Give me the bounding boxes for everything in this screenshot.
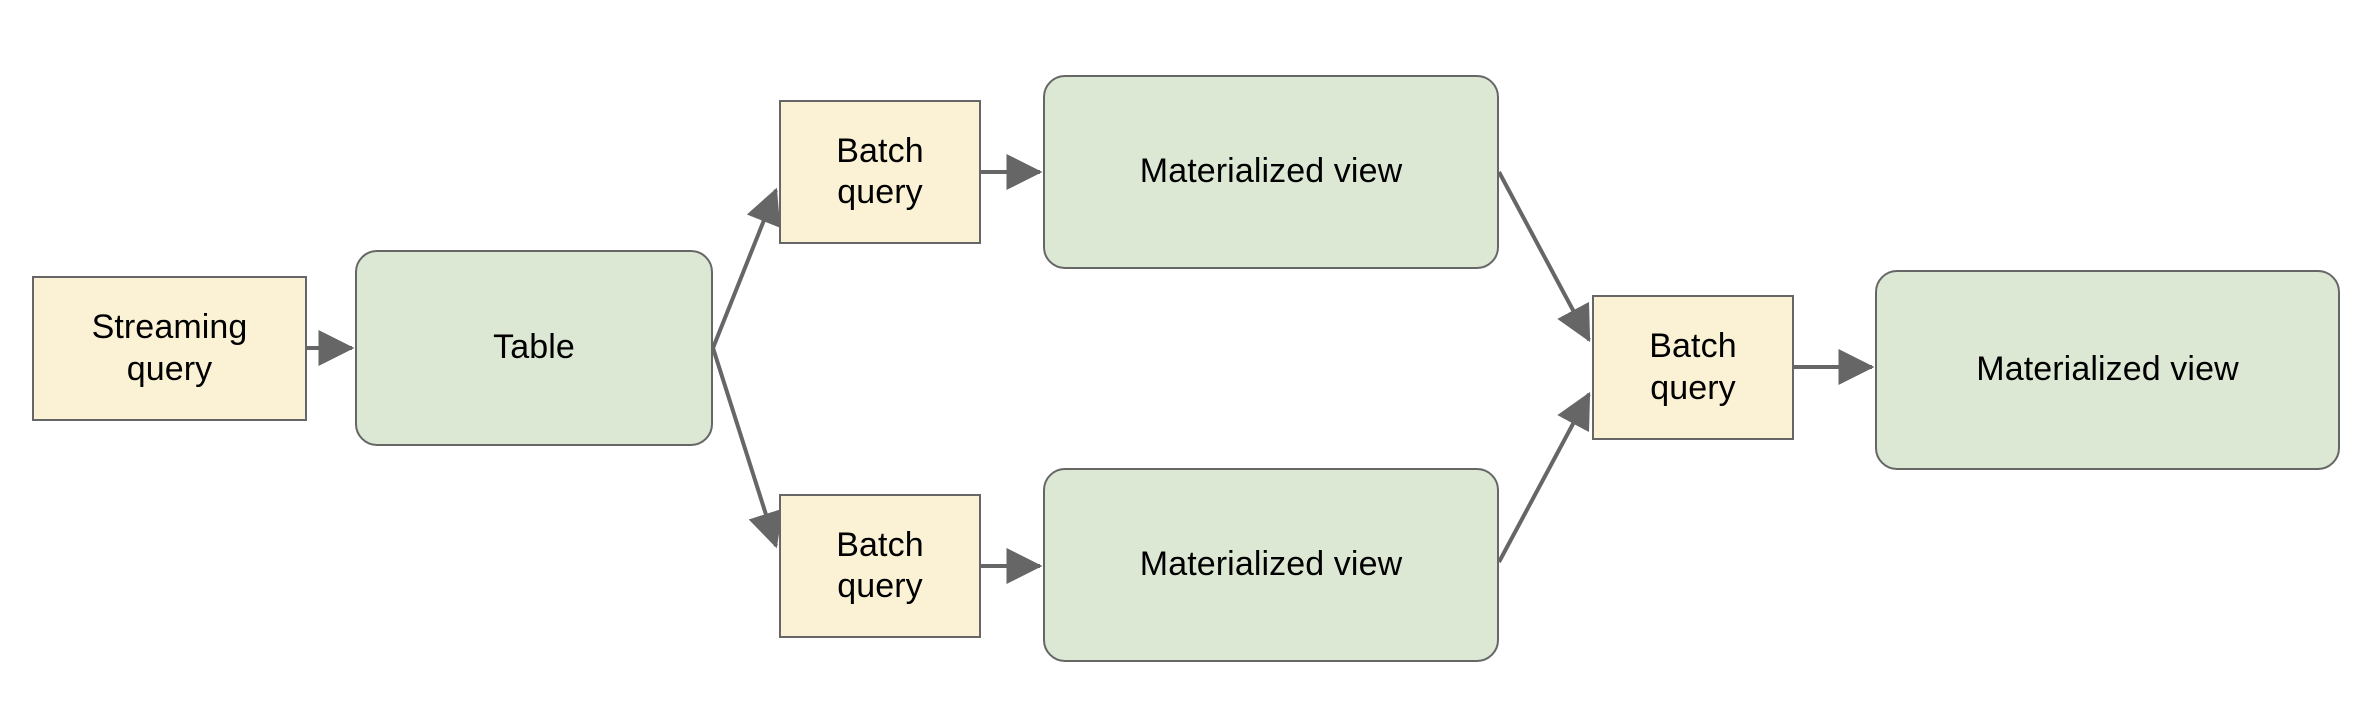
edge-materialized-view-bottom-to-batch-query-join (1497, 391, 1591, 563)
node-batch-query-join-label: Batch query (1649, 327, 1737, 407)
node-materialized-view-top[interactable]: Materialized view (1043, 75, 1499, 269)
node-materialized-view-bottom[interactable]: Materialized view (1043, 468, 1499, 662)
edge-table-to-batch-query-bottom (711, 347, 783, 549)
node-batch-query-top[interactable]: Batch query (779, 100, 981, 244)
edge-table-to-batch-query-top (711, 187, 781, 349)
node-materialized-view-top-label: Materialized view (1139, 152, 1403, 191)
node-streaming-query[interactable]: Streaming query (32, 276, 307, 421)
node-batch-query-top-label: Batch query (836, 131, 924, 211)
node-table[interactable]: Table (355, 250, 713, 446)
node-materialized-view-final[interactable]: Materialized view (1875, 270, 2340, 470)
node-batch-query-bottom[interactable]: Batch query (779, 494, 981, 638)
node-materialized-view-final-label: Materialized view (1976, 350, 2239, 389)
node-batch-query-join[interactable]: Batch query (1592, 295, 1794, 440)
edge-materialized-view-top-to-batch-query-join (1497, 171, 1591, 343)
node-streaming-query-label: Streaming query (91, 308, 248, 388)
node-table-label: Table (493, 328, 575, 367)
node-batch-query-bottom-label: Batch query (836, 525, 924, 605)
node-materialized-view-bottom-label: Materialized view (1139, 545, 1403, 584)
